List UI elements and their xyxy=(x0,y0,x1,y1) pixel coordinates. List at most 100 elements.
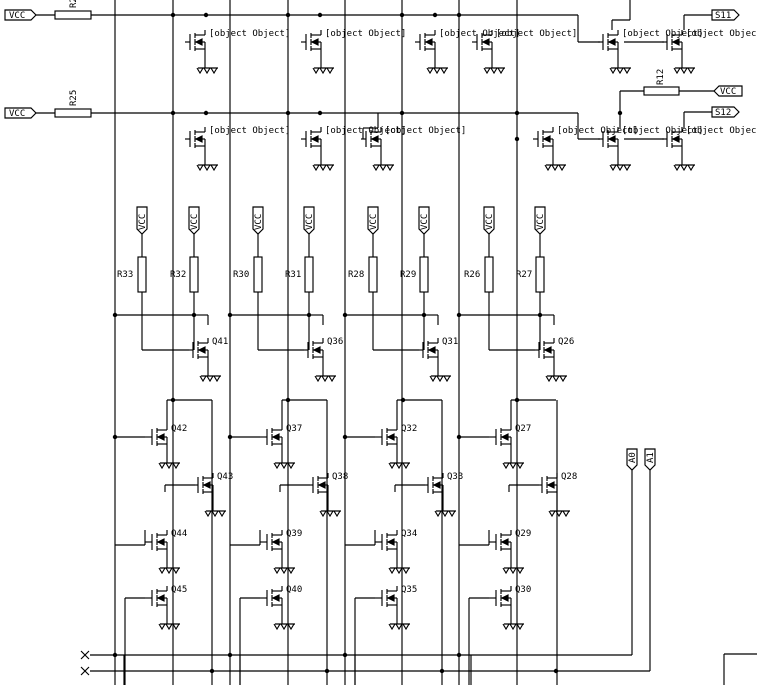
output-transistor-q36-ref: Q36 xyxy=(327,337,343,347)
mid-transistor-3-ref: [object Object] xyxy=(385,126,466,136)
output-transistor-q31-ref: Q31 xyxy=(442,337,458,347)
nand-transistor-q33: Q33 xyxy=(425,472,463,518)
vcc-port-right: VCC xyxy=(713,85,743,97)
s11-port: S11 xyxy=(711,9,740,21)
pullup-ref-5: R28 xyxy=(348,270,364,280)
top-transistor-5: [object Object] xyxy=(598,29,703,75)
select-transistor-q30: Q30 xyxy=(489,585,531,631)
inverter-transistor-q37-ref: Q37 xyxy=(286,424,302,434)
vcc-port-mid-label: VCC xyxy=(9,109,25,119)
pullup-ref-8: R27 xyxy=(516,270,532,280)
pullup-ref-7: R26 xyxy=(464,270,480,280)
pullup-ref-3: R30 xyxy=(233,270,249,280)
output-transistor-q26: Q26 xyxy=(535,337,574,383)
vcc-tag-6: VCC xyxy=(420,214,430,230)
inverter-transistor-q27-ref: Q27 xyxy=(515,424,531,434)
mid-transistor-3: [object Object] xyxy=(361,126,466,172)
select-transistor-q44: Q44 xyxy=(145,529,187,575)
s11-port-label: S11 xyxy=(715,11,731,21)
vcc-tag-5: VCC xyxy=(369,214,379,230)
top-transistor-4-ref: [object Object] xyxy=(496,29,577,39)
a1-port: A1 xyxy=(644,448,656,471)
nand-transistor-q38: Q38 xyxy=(310,472,348,518)
s12-port: S12 xyxy=(711,106,740,118)
vcc-port-mid: VCC xyxy=(4,107,37,119)
nand-transistor-q33-ref: Q33 xyxy=(447,472,463,482)
pullup-3: VCC R30 xyxy=(233,206,264,350)
select-transistor-q39-ref: Q39 xyxy=(286,529,302,539)
inverter-transistor-q32: Q32 xyxy=(375,424,417,470)
inverter-transistor-q42: Q42 xyxy=(145,424,187,470)
select-transistor-q29-ref: Q29 xyxy=(515,529,531,539)
output-transistor-q31: Q31 xyxy=(419,337,458,383)
no-connect-markers xyxy=(80,650,90,676)
select-transistor-q39: Q39 xyxy=(260,529,302,575)
vcc-tag-1: VCC xyxy=(138,214,148,230)
a0-port-label: A0 xyxy=(628,452,638,463)
top-transistor-3-ref: [object Object] xyxy=(439,29,520,39)
address-rails xyxy=(90,470,757,685)
select-transistor-q45: Q45 xyxy=(145,585,187,631)
top-transistor-1: [object Object] xyxy=(185,29,290,75)
output-transistor-q41: Q41 xyxy=(189,337,228,383)
top-transistor-2-ref: [object Object] xyxy=(325,29,406,39)
mid-transistor-6: [object Object] xyxy=(662,126,757,172)
resistor-r2: R2 xyxy=(54,0,92,20)
pullup-ref-1: R33 xyxy=(117,270,133,280)
vcc-tag-4: VCC xyxy=(305,214,315,230)
top-transistor-6-ref: [object Object] xyxy=(686,29,757,39)
inverter-transistor-q37: Q37 xyxy=(260,424,302,470)
top-transistor-6: [object Object] xyxy=(662,29,757,75)
mid-transistor-4: [object Object] xyxy=(533,126,638,172)
junction-dots xyxy=(112,12,623,674)
mid-transistor-5-ref: [object Object] xyxy=(622,126,703,136)
select-transistor-q34: Q34 xyxy=(375,529,417,575)
select-transistor-q30-ref: Q30 xyxy=(515,585,531,595)
resistor-r12-label: R12 xyxy=(656,69,666,85)
vcc-tag-7: VCC xyxy=(485,214,495,230)
top-transistor-2: [object Object] xyxy=(301,29,406,75)
select-transistor-q44-ref: Q44 xyxy=(171,529,187,539)
vcc-port-right-label: VCC xyxy=(720,87,736,97)
vcc-tag-8: VCC xyxy=(536,214,546,230)
pullup-6: VCC R29 xyxy=(400,206,430,350)
mid-transistor-4-ref: [object Object] xyxy=(557,126,638,136)
top-transistor-3: [object Object] xyxy=(415,29,520,75)
nand-transistor-q38-ref: Q38 xyxy=(332,472,348,482)
top-transistor-4: [object Object] xyxy=(472,29,577,75)
pullup-8: VCC R27 xyxy=(516,206,546,350)
vcc-tag-2: VCC xyxy=(190,214,200,230)
mid-transistor-6-ref: [object Object] xyxy=(686,126,757,136)
pullup-1: VCC R33 xyxy=(117,206,148,350)
components: [object Object][object Object][object Ob… xyxy=(115,29,757,685)
pullup-7: VCC R26 xyxy=(464,206,495,350)
select-transistor-q40-ref: Q40 xyxy=(286,585,302,595)
nand-transistor-q28-ref: Q28 xyxy=(561,472,577,482)
top-rails xyxy=(36,0,714,140)
resistor-r12: R12 xyxy=(643,69,680,96)
output-transistor-q26-ref: Q26 xyxy=(558,337,574,347)
pullup-5: VCC R28 xyxy=(348,206,379,350)
select-transistor-q35-ref: Q35 xyxy=(401,585,417,595)
select-transistor-q40: Q40 xyxy=(260,585,302,631)
pullup-ref-6: R29 xyxy=(400,270,416,280)
a1-port-label: A1 xyxy=(646,452,656,463)
select-transistor-q45-ref: Q45 xyxy=(171,585,187,595)
a0-port: A0 xyxy=(626,448,638,471)
inverter-transistor-q27: Q27 xyxy=(489,424,531,470)
mid-transistor-1: [object Object] xyxy=(185,126,290,172)
nand-transistor-q43-ref: Q43 xyxy=(217,472,233,482)
vcc-port-top-label: VCC xyxy=(9,11,25,21)
top-transistor-1-ref: [object Object] xyxy=(209,29,290,39)
nand-transistor-q43: Q43 xyxy=(195,472,233,518)
resistor-r2-label: R2 xyxy=(69,0,79,8)
select-transistor-q34-ref: Q34 xyxy=(401,529,417,539)
resistor-r25: R25 xyxy=(54,90,92,118)
select-transistor-q35: Q35 xyxy=(375,585,417,631)
vcc-tag-3: VCC xyxy=(254,214,264,230)
mid-transistor-5: [object Object] xyxy=(598,126,703,172)
vcc-port-top: VCC xyxy=(4,9,37,21)
